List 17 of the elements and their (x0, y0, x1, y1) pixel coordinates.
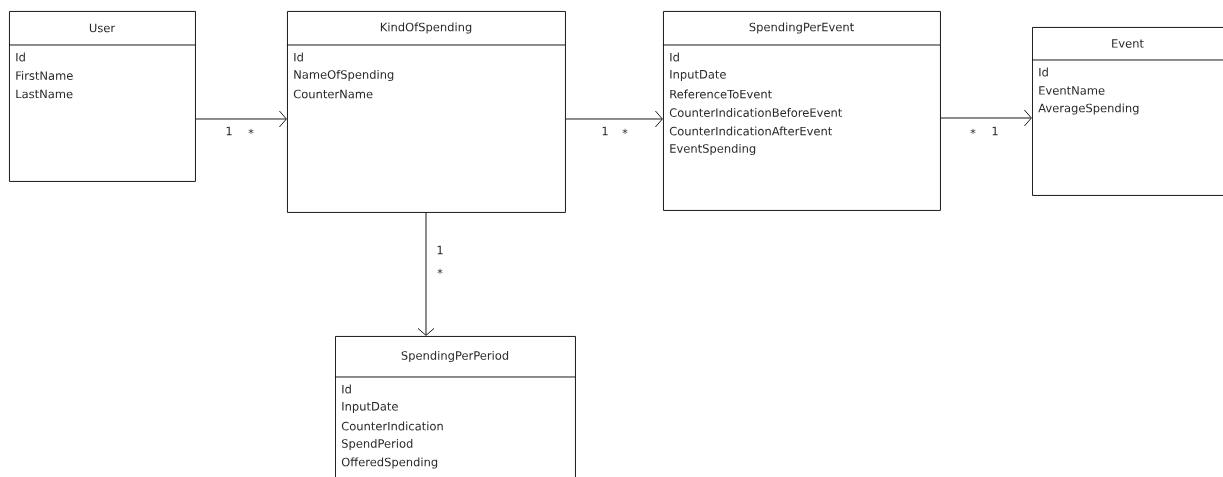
multiplicity-label: 1 (602, 126, 608, 136)
class-box: KindOfSpending Id NameOfSpending CounterName (286, 11, 566, 213)
multiplicity-label: 1 (226, 126, 232, 136)
arrow (195, 110, 287, 128)
multiplicity-label: * (970, 128, 976, 134)
class-box: SpendingPerEvent Id InputDate ReferenceToEvent CounterIndicationBeforeEvent CounterIndicationAfterEvent EventSpending (662, 11, 941, 211)
arrow (417, 212, 435, 336)
class-box: Event Id EventName AverageSpending (1031, 27, 1223, 196)
class-box: SpendingPerPeriod Id InputDate CounterIndication SpendPeriod OfferedSpending (334, 336, 576, 477)
multiplicity-label: * (248, 128, 254, 134)
arrow (940, 109, 1032, 127)
multiplicity-label: * (437, 268, 443, 274)
class-box: User Id FirstName LastName (8, 11, 196, 182)
multiplicity-label: 1 (992, 126, 998, 136)
multiplicity-label: * (622, 128, 628, 134)
arrow (565, 110, 663, 128)
multiplicity-label: 1 (437, 245, 443, 255)
